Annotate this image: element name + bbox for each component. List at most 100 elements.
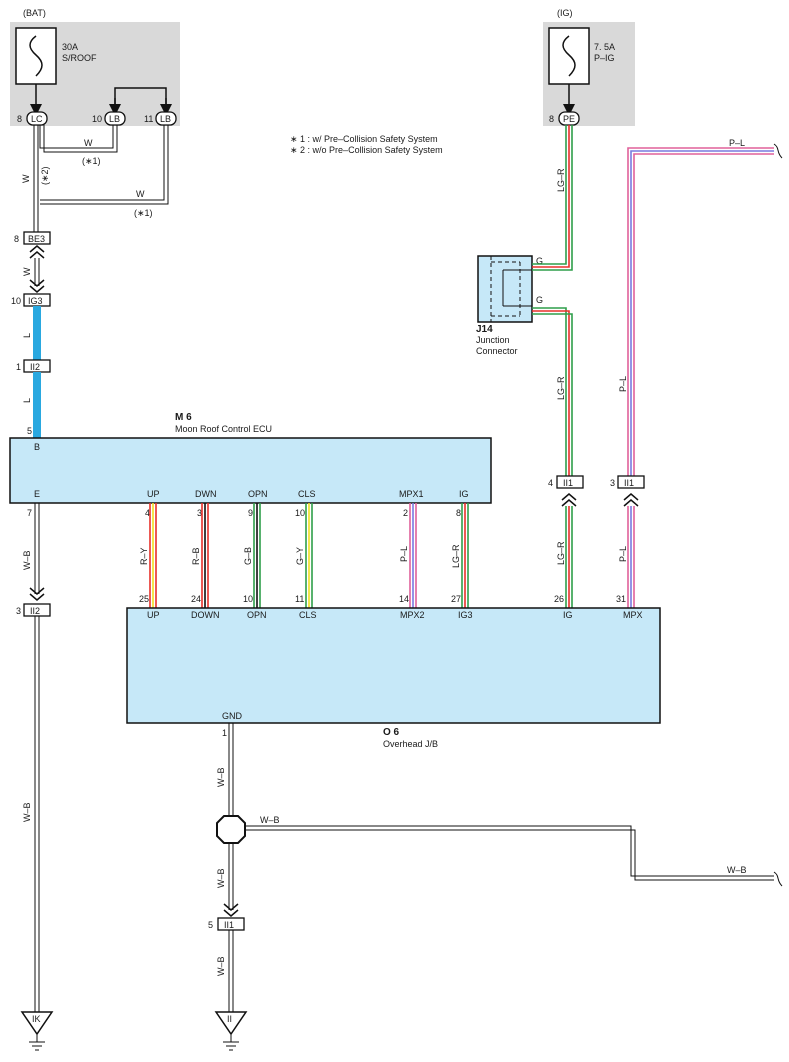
connector-ii1-a: II1 4 <box>548 475 584 489</box>
svg-text:G–Y: G–Y <box>295 547 305 565</box>
connector-ii2-top: II2 1 <box>16 359 51 373</box>
svg-text:MPX: MPX <box>623 610 643 620</box>
svg-text:W–B: W–B <box>727 865 747 875</box>
svg-text:LG–R: LG–R <box>556 168 566 192</box>
svg-text:CLS: CLS <box>298 489 316 499</box>
svg-text:O 6: O 6 <box>383 727 400 738</box>
svg-text:P–L: P–L <box>399 546 409 562</box>
svg-text:E: E <box>34 489 40 499</box>
m6-ecu: M 6 Moon Roof Control ECU 5 B E UP DWN O… <box>9 412 492 504</box>
fuse-icon <box>29 35 43 77</box>
svg-text:LG–R: LG–R <box>556 541 566 565</box>
svg-text:G–B: G–B <box>243 547 253 565</box>
svg-text:4: 4 <box>548 478 553 488</box>
svg-text:MPX2: MPX2 <box>400 610 425 620</box>
note-1: ∗ 1 : w/ Pre–Collision Safety System <box>290 134 438 144</box>
svg-text:W: W <box>84 138 93 148</box>
svg-text:LB: LB <box>109 114 120 124</box>
svg-text:8: 8 <box>549 114 554 124</box>
svg-text:10: 10 <box>11 296 21 306</box>
svg-text:10: 10 <box>295 508 305 518</box>
bat-label: (BAT) <box>23 8 46 18</box>
svg-text:UP: UP <box>147 489 160 499</box>
connector-ig3: IG3 10 <box>11 293 51 307</box>
fuse-icon <box>562 35 576 77</box>
svg-text:W–B: W–B <box>22 802 32 822</box>
svg-text:10: 10 <box>92 114 102 124</box>
svg-text:Junction: Junction <box>476 335 510 345</box>
svg-text:31: 31 <box>616 594 626 604</box>
lgr-wire-mid <box>532 307 573 476</box>
fuse-name: P–IG <box>594 53 615 63</box>
svg-text:P–L: P–L <box>618 546 628 562</box>
svg-text:J14: J14 <box>476 324 493 335</box>
svg-text:W: W <box>22 267 32 276</box>
svg-text:5: 5 <box>208 920 213 930</box>
svg-text:IG3: IG3 <box>28 296 43 306</box>
j14-connector: J14 Junction Connector <box>476 255 533 356</box>
svg-text:MPX1: MPX1 <box>399 489 424 499</box>
svg-text:(∗1): (∗1) <box>82 156 101 166</box>
svg-text:LB: LB <box>160 114 171 124</box>
svg-text:9: 9 <box>248 508 253 518</box>
fuse-amp: 7. 5A <box>594 42 615 52</box>
svg-text:1: 1 <box>222 728 227 738</box>
w-wires <box>33 125 169 232</box>
svg-text:W–B: W–B <box>22 550 32 570</box>
ground-ii: II <box>214 1011 248 1051</box>
fuse-name: S/ROOF <box>62 53 97 63</box>
signal-wires <box>149 503 469 608</box>
svg-text:IK: IK <box>32 1014 41 1024</box>
svg-text:(∗2): (∗2) <box>40 166 50 185</box>
svg-text:II2: II2 <box>30 606 40 616</box>
pl-wire <box>627 147 774 476</box>
svg-text:GND: GND <box>222 711 243 721</box>
svg-text:W: W <box>21 174 31 183</box>
svg-text:II1: II1 <box>563 478 573 488</box>
svg-text:W: W <box>136 189 145 199</box>
svg-text:11: 11 <box>295 594 304 604</box>
svg-text:LG–R: LG–R <box>451 544 461 568</box>
svg-text:Overhead J/B: Overhead J/B <box>383 739 438 749</box>
note-2: ∗ 2 : w/o Pre–Collision Safety System <box>290 145 443 155</box>
o6-junction-block: UP DOWN OPN CLS MPX2 IG3 IG MPX GND O 6 … <box>126 607 661 749</box>
svg-text:PE: PE <box>563 114 575 124</box>
svg-text:10: 10 <box>243 594 253 604</box>
svg-text:3: 3 <box>610 478 615 488</box>
ground-ik: IK <box>20 1011 54 1051</box>
svg-text:II1: II1 <box>224 920 234 930</box>
svg-text:1: 1 <box>16 362 21 372</box>
svg-text:R–B: R–B <box>191 547 201 565</box>
svg-text:IG: IG <box>563 610 573 620</box>
svg-text:5: 5 <box>27 426 32 436</box>
svg-text:DOWN: DOWN <box>191 610 220 620</box>
svg-text:8: 8 <box>14 234 19 244</box>
svg-text:OPN: OPN <box>247 610 267 620</box>
svg-text:7: 7 <box>27 508 32 518</box>
svg-text:II1: II1 <box>624 478 634 488</box>
svg-text:Connector: Connector <box>476 346 518 356</box>
svg-text:L: L <box>22 398 32 403</box>
terminal-lb-2: LB 11 <box>144 111 177 126</box>
terminal-pe: PE 8 <box>549 111 580 126</box>
svg-text:R–Y: R–Y <box>139 547 149 565</box>
svg-text:Moon Roof Control ECU: Moon Roof Control ECU <box>175 424 272 434</box>
svg-text:P–L: P–L <box>729 138 745 148</box>
lgr-wire-top <box>532 125 573 271</box>
svg-text:27: 27 <box>451 594 461 604</box>
svg-text:G: G <box>536 256 543 266</box>
svg-text:P–L: P–L <box>618 376 628 392</box>
svg-text:3: 3 <box>197 508 202 518</box>
svg-text:L: L <box>22 333 32 338</box>
connector-ii2-mid: II2 3 <box>16 603 51 617</box>
svg-text:II2: II2 <box>30 362 40 372</box>
svg-text:II: II <box>227 1014 232 1024</box>
svg-text:BE3: BE3 <box>28 234 45 244</box>
svg-text:W–B: W–B <box>216 868 226 888</box>
svg-text:8: 8 <box>17 114 22 124</box>
svg-text:8: 8 <box>456 508 461 518</box>
svg-text:IG3: IG3 <box>458 610 473 620</box>
fuse-amp: 30A <box>62 42 78 52</box>
svg-text:(∗1): (∗1) <box>134 208 153 218</box>
svg-text:W–B: W–B <box>260 815 280 825</box>
